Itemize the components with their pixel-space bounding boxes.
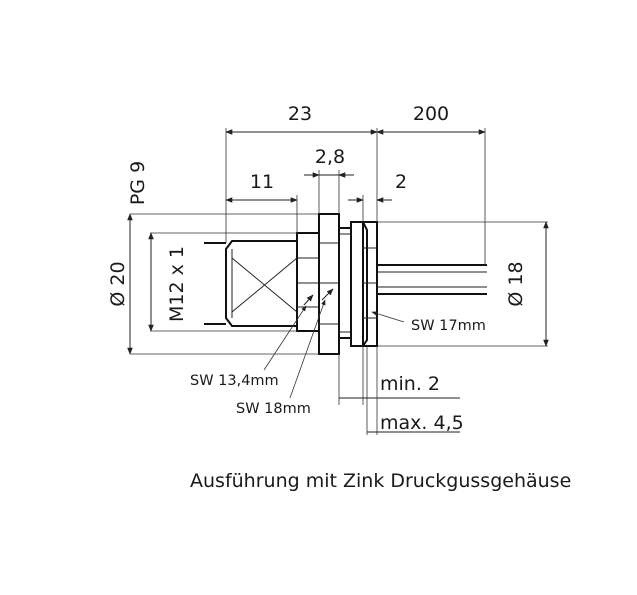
flange <box>350 221 368 347</box>
dimension-lines <box>127 129 549 433</box>
note-panel-max: max. 4,5 <box>380 412 464 434</box>
note-panel-min: min. 2 <box>380 373 440 395</box>
dim-thread-size: M12 x 1 <box>166 246 188 322</box>
rear-flange <box>362 221 378 347</box>
note-wrench-mid: SW 18mm <box>236 401 311 417</box>
note-wrench-small: SW 13,4mm <box>190 373 279 389</box>
caption: Ausführung mit Zink Druckgussgehäuse <box>190 470 571 492</box>
front-plug <box>225 240 298 327</box>
dim-outer-diameter: Ø 20 <box>107 261 129 306</box>
dim-overall-length: 23 <box>288 103 312 125</box>
hex-nut-front <box>296 232 320 332</box>
dim-cable-diameter: Ø 18 <box>505 261 527 306</box>
dim-flange-width: 2 <box>395 171 407 193</box>
dim-nut-width: 2,8 <box>315 146 345 168</box>
note-wrench-large: SW 17mm <box>411 318 486 334</box>
hex-nut-mid <box>318 213 340 355</box>
dim-pg-thread: PG 9 <box>127 161 149 205</box>
dim-thread-length: 11 <box>250 171 274 193</box>
thread-section <box>338 227 352 339</box>
dim-cable-length: 200 <box>413 103 449 125</box>
